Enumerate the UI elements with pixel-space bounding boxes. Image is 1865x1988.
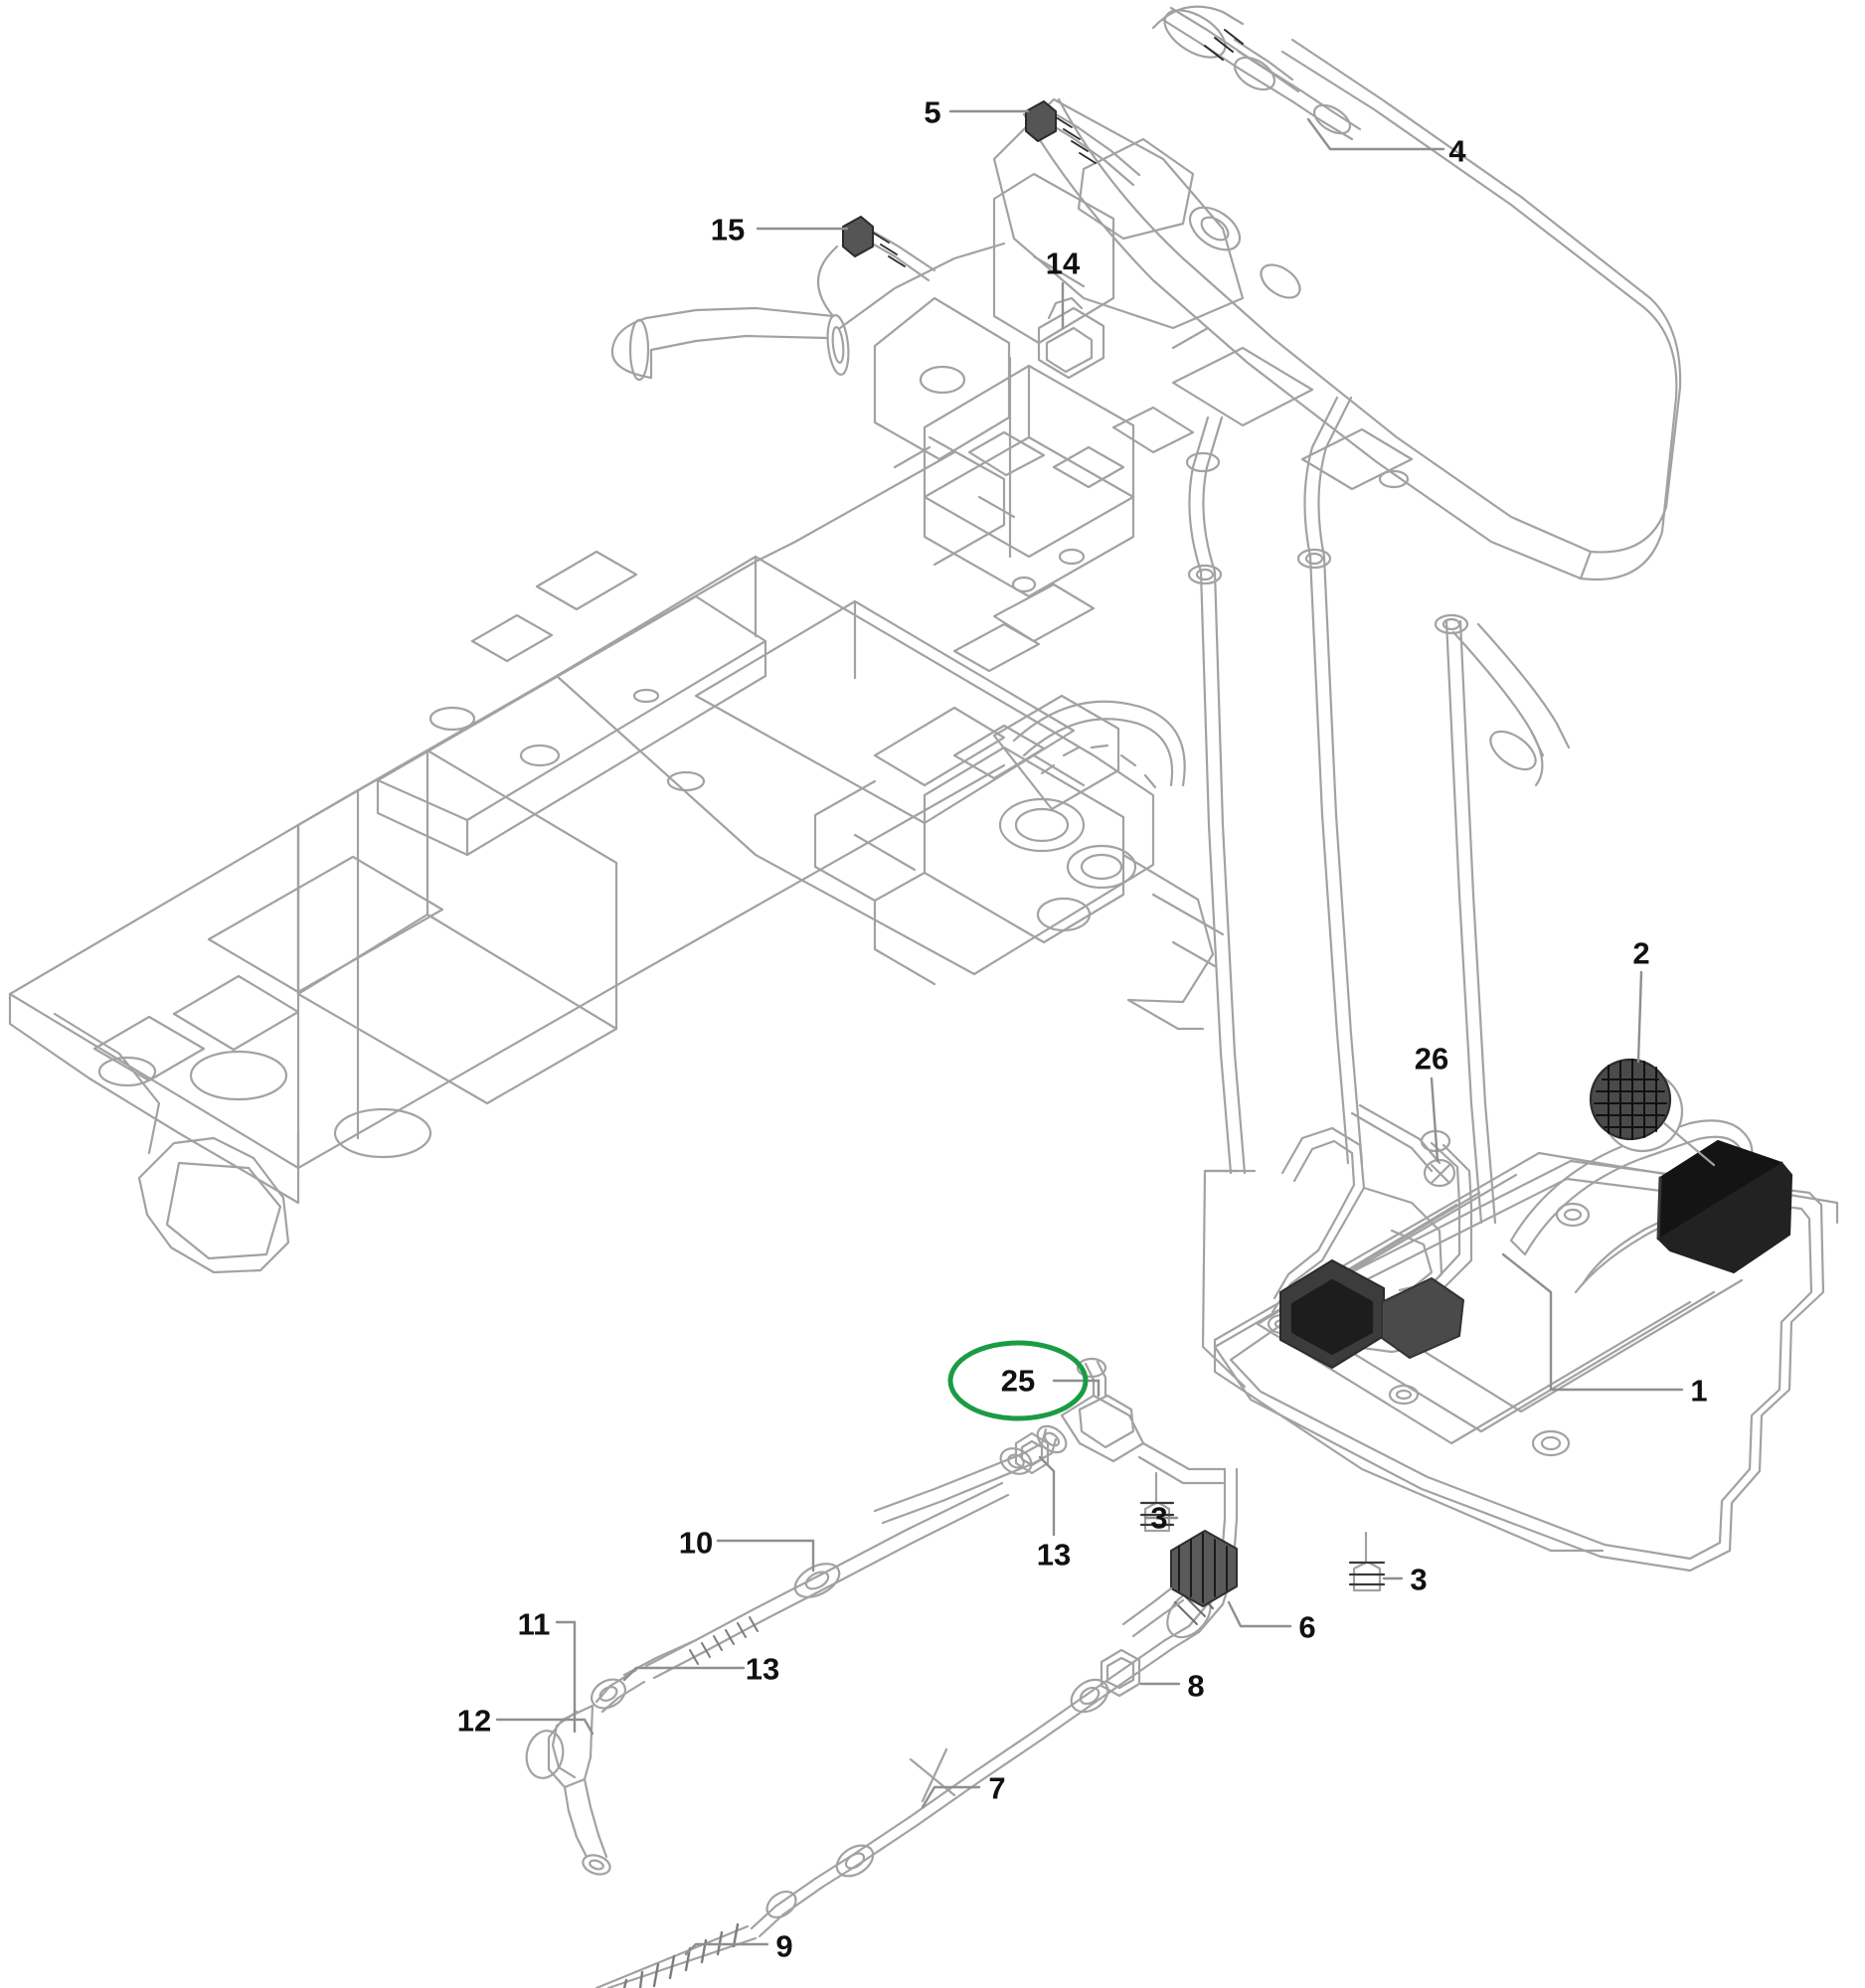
callout-26[interactable]: 26 [1414, 1041, 1449, 1077]
callout-5[interactable]: 5 [924, 94, 941, 130]
callout-4[interactable]: 4 [1448, 133, 1466, 169]
highlight-ellipse-25 [947, 1340, 1089, 1421]
callout-9[interactable]: 9 [775, 1928, 793, 1964]
callout-1[interactable]: 1 [1690, 1373, 1708, 1408]
callout-6[interactable]: 6 [1298, 1609, 1316, 1645]
callout-10[interactable]: 10 [678, 1525, 714, 1561]
callout-8[interactable]: 8 [1187, 1668, 1205, 1704]
callout-15[interactable]: 15 [710, 212, 746, 248]
callout-3-right[interactable]: 3 [1410, 1562, 1428, 1597]
leader-lines [495, 109, 1684, 1956]
callout-13-lower[interactable]: 13 [745, 1651, 780, 1687]
callout-13-upper[interactable]: 13 [1036, 1537, 1072, 1573]
callout-7[interactable]: 7 [988, 1770, 1006, 1806]
callout-3-left[interactable]: 3 [1150, 1500, 1168, 1536]
callout-14[interactable]: 14 [1045, 246, 1081, 281]
callout-11[interactable]: 11 [517, 1606, 551, 1642]
callout-12[interactable]: 12 [456, 1703, 492, 1739]
callout-25-highlighted[interactable]: 25 [1000, 1363, 1036, 1399]
callout-2[interactable]: 2 [1632, 935, 1650, 971]
